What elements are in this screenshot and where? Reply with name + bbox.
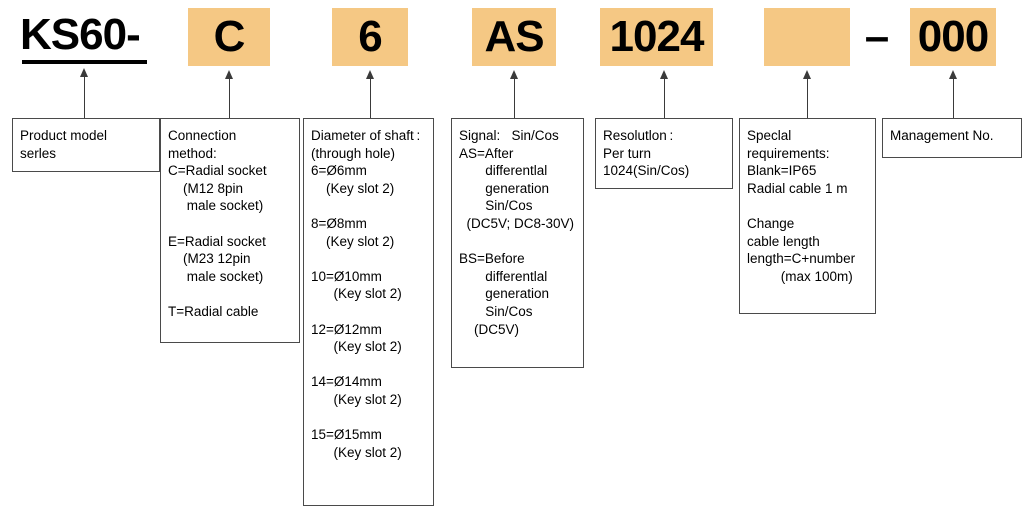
text-line: (max 100m) [747, 268, 853, 284]
text-line: (DC5V) [459, 321, 520, 337]
code-token-series: KS60- [20, 10, 141, 59]
text-line: (M23 12pin [168, 251, 251, 267]
text-line: cable length [747, 233, 820, 249]
text-line: 15=Ø15mm [311, 427, 382, 443]
text-line: 6=Ø6mm [311, 163, 367, 179]
code-token-connection: C [188, 8, 270, 66]
text-line: Diameter of shaft : [311, 128, 421, 143]
text-line: 14=Ø14mm [311, 374, 382, 390]
text-spacer [311, 197, 426, 215]
leader-line-series [84, 77, 85, 118]
text-line: Product model [20, 128, 108, 143]
text-line: Management No. [890, 128, 994, 143]
leader-line-resolution [664, 79, 665, 118]
leader-arrow-series [80, 68, 88, 77]
text-line: (through hole) [311, 145, 396, 161]
leader-arrow-management [949, 70, 957, 79]
desc-box-management-no: Management No. [882, 118, 1022, 158]
text-line: Speclal [747, 128, 792, 143]
text-spacer [311, 356, 426, 374]
leader-line-signal [514, 79, 515, 118]
text-line: (M12 8pin [168, 180, 244, 196]
text-line: E=Radial socket [168, 233, 266, 249]
leader-arrow-shaft [366, 70, 374, 79]
text-spacer [311, 303, 426, 321]
text-line: C=Radial socket [168, 163, 267, 179]
leader-line-management [953, 79, 954, 118]
text-spacer [168, 215, 292, 233]
text-line: Connection [168, 128, 237, 143]
text-line: 1024(Sin/Cos) [603, 163, 690, 179]
leader-line-special [807, 79, 808, 118]
text-line: (Key slot 2) [311, 391, 402, 407]
text-line: (Key slot 2) [311, 180, 395, 196]
series-underline [22, 60, 147, 64]
text-line: length=C+number [747, 251, 856, 267]
leader-arrow-signal [510, 70, 518, 79]
leader-arrow-connection [225, 70, 233, 79]
text-line: generation [459, 180, 550, 196]
text-line: male socket) [168, 198, 264, 214]
text-line: Radial cable 1 m [747, 180, 848, 196]
text-spacer [311, 409, 426, 427]
code-token-management: 000 [910, 8, 996, 66]
text-spacer [311, 250, 426, 268]
code-token-special [764, 8, 850, 66]
text-line: Blank=IP65 [747, 163, 817, 179]
desc-box-product-model-series: Product model serles [12, 118, 160, 172]
code-token-resolution: 1024 [600, 8, 713, 66]
text-line: Change [747, 215, 795, 231]
text-line: (Key slot 2) [311, 286, 402, 302]
leader-line-connection [229, 79, 230, 118]
text-line: differentlal [459, 163, 548, 179]
text-spacer [459, 233, 576, 251]
text-line: (Key slot 2) [311, 233, 395, 249]
text-line: differentlal [459, 268, 548, 284]
text-line: (Key slot 2) [311, 444, 402, 460]
text-line: 12=Ø12mm [311, 321, 382, 337]
desc-box-resolution: Resolutlon : Per turn 1024(Sin/Cos) [595, 118, 733, 189]
text-line: Sin/Cos [459, 303, 533, 319]
leader-line-shaft [370, 79, 371, 118]
desc-box-connection-method: Connection method: C=Radial socket (M12 8p… [160, 118, 300, 343]
text-line: BS=Before [459, 251, 525, 267]
text-line: (Key slot 2) [311, 339, 402, 355]
text-line: T=Radial cable [168, 303, 259, 319]
text-line: method: [168, 145, 217, 161]
code-token-shaft: 6 [332, 8, 408, 66]
text-line: generation [459, 286, 550, 302]
text-line: (DC5V; DC8-30V) [459, 215, 575, 231]
code-token-separator: – [864, 12, 890, 61]
text-line: AS=After [459, 145, 514, 161]
text-line: male socket) [168, 268, 264, 284]
text-line: Per turn [603, 145, 652, 161]
text-line: 10=Ø10mm [311, 268, 382, 284]
leader-arrow-special [803, 70, 811, 79]
desc-box-diameter-of-shaft: Diameter of shaft :(through hole)6=Ø6mm … [303, 118, 434, 506]
text-spacer [168, 285, 292, 303]
text-line: Signal: Sin/Cos [459, 128, 559, 143]
text-line: serles [20, 145, 57, 161]
text-line: requirements: [747, 145, 830, 161]
text-line: 8=Ø8mm [311, 215, 367, 231]
text-spacer [747, 197, 868, 215]
text-line: Sin/Cos [459, 198, 533, 214]
leader-arrow-resolution [660, 70, 668, 79]
text-line: Resolutlon : [603, 128, 674, 143]
code-token-signal: AS [472, 8, 556, 66]
